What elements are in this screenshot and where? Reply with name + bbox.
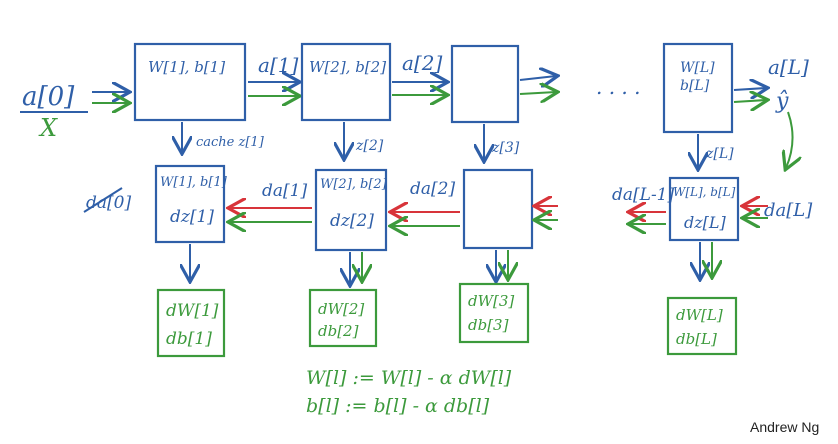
forward-box-layer1-label: W[1], b[1]	[148, 58, 225, 76]
forward-box-layer1	[133, 42, 247, 122]
backward-daL-label: da[L]	[764, 200, 813, 221]
backward-box-layerL-dz: dz[L]	[684, 213, 727, 232]
forward-a2-label: a[2]	[402, 51, 442, 75]
forward-arrow-a3-green	[519, 92, 556, 94]
grad-dbL: db[L]	[676, 330, 717, 348]
forward-box-layer3	[450, 44, 520, 124]
backward-box-layerL	[668, 176, 740, 242]
grad-db1: db[1]	[166, 329, 212, 349]
backward-box-layer1-label: W[1], b[1]	[160, 175, 228, 190]
backward-box-layer1-dz: dz[1]	[170, 207, 214, 227]
grad-box-layer1	[156, 288, 226, 358]
forward-arrow-aL-green	[733, 100, 766, 102]
input-a0-label: a[0]	[22, 82, 75, 112]
grad-dw2: dW[2]	[318, 300, 364, 318]
loss-arrow-to-daL	[786, 111, 793, 168]
backward-da0-label: da[0]	[86, 193, 131, 213]
backward-da1-label: da[1]	[262, 181, 307, 201]
backward-da2-label: da[2]	[410, 179, 455, 199]
forward-box-layerL-label-w: W[L]b[L]	[680, 60, 715, 94]
update-rule-w: W[l] := W[l] - α dW[l]	[306, 367, 512, 389]
cache-zL-label: z[L]	[705, 146, 734, 162]
forward-box-layer2-label: W[2], b[2]	[309, 58, 386, 76]
update-rule-b: b[l] := b[l] - α db[l]	[306, 395, 490, 417]
backward-box-layer2-dz: dz[2]	[330, 211, 374, 231]
grad-box-layer3	[458, 282, 530, 344]
forward-box-layerL	[662, 42, 734, 134]
grad-db3: db[3]	[468, 316, 509, 334]
backward-box-layer2	[314, 168, 388, 252]
backward-box-layer2-label: W[2], b[2]	[320, 177, 388, 192]
cache-z1-label: cache z[1]	[196, 135, 265, 150]
forward-yhat-label: ŷ	[775, 89, 789, 114]
backward-daLm1-label: da[L-1]	[612, 185, 674, 205]
grad-box-layer2	[308, 288, 378, 348]
forward-box-layer2	[300, 42, 392, 122]
grad-db2: db[2]	[318, 322, 359, 340]
input-x-label: X	[38, 114, 58, 142]
backward-box-layer1	[154, 164, 226, 244]
forward-aL-label: a[L]	[768, 55, 809, 79]
grad-dw3: dW[3]	[468, 292, 514, 310]
grad-dwL: dW[L]	[676, 306, 723, 324]
cache-z3-label: z[3]	[491, 140, 520, 156]
cache-z2-label: z[2]	[355, 138, 384, 154]
forward-a1-label: a[1]	[258, 53, 298, 77]
forward-arrow-aL	[733, 88, 766, 90]
grad-box-layerL	[666, 296, 738, 356]
backward-box-layerL-label: W[L], b[L]	[673, 185, 736, 199]
author-credit: Andrew Ng	[750, 419, 819, 435]
backward-da0-strike	[83, 187, 123, 213]
grad-dw1: dW[1]	[166, 301, 219, 321]
forward-arrow-a3	[519, 76, 556, 80]
forward-ellipsis: . . . .	[596, 75, 641, 99]
backward-box-layer3	[462, 168, 534, 250]
